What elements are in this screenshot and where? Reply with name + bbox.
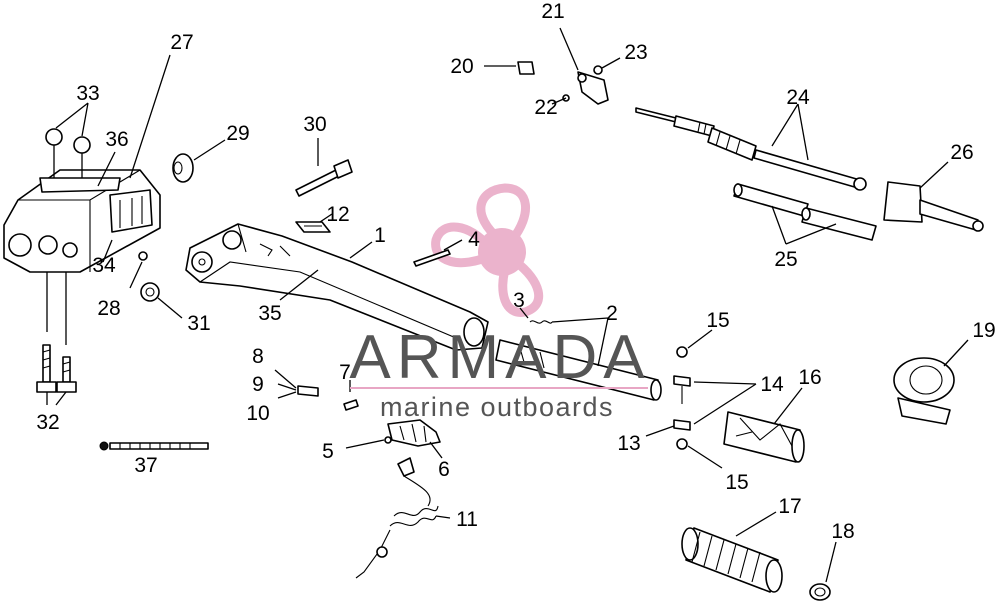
propeller-blade-top <box>476 183 530 245</box>
callout-13: 13 <box>617 432 640 455</box>
callout-11: 11 <box>456 508 478 531</box>
washer-28 <box>138 251 148 261</box>
cable-24 <box>635 103 867 191</box>
callout-6: 6 <box>438 458 450 481</box>
twist-sleeve-16 <box>723 387 805 463</box>
tiller-arm <box>185 223 489 351</box>
callout-30: 30 <box>303 113 326 136</box>
ball-5 <box>384 436 392 444</box>
pins-8-9-10 <box>274 369 319 399</box>
callout-27: 27 <box>170 31 193 54</box>
callout-23: 23 <box>624 41 647 64</box>
callout-26: 26 <box>950 141 973 164</box>
callout-2: 2 <box>606 302 618 325</box>
link-13-14-15 <box>645 329 757 469</box>
bushing-31 <box>140 282 160 302</box>
bolts-32 <box>36 272 77 406</box>
grip-end-26 <box>883 161 984 232</box>
pin-4 <box>413 249 451 267</box>
callout-28: 28 <box>97 297 120 320</box>
callout-1: 1 <box>374 224 386 247</box>
spring-3 <box>529 320 553 324</box>
callout-3: 3 <box>513 289 525 312</box>
callout-17: 17 <box>778 495 801 518</box>
nut-33b <box>73 136 91 154</box>
callout-21: 21 <box>541 0 564 23</box>
shaft-2 <box>495 317 662 401</box>
callout-10: 10 <box>246 402 269 425</box>
callout-5: 5 <box>322 440 334 463</box>
part-7-body <box>343 399 359 411</box>
bushing-29 <box>172 153 194 183</box>
callout-4: 4 <box>468 228 480 251</box>
callout-16: 16 <box>798 366 821 389</box>
callout-15-top: 15 <box>706 309 729 332</box>
callout-36: 36 <box>105 128 128 151</box>
callout-12: 12 <box>326 203 349 226</box>
mounting-bracket-assembly <box>3 54 171 273</box>
nut-33a <box>45 128 63 146</box>
callout-9: 9 <box>252 373 264 396</box>
callout-15-bottom: 15 <box>725 471 748 494</box>
callout-14: 14 <box>760 373 784 396</box>
callout-32: 32 <box>36 411 59 434</box>
callout-35: 35 <box>258 302 281 325</box>
callout-18: 18 <box>831 520 854 543</box>
washer-18 <box>809 541 837 601</box>
callout-29: 29 <box>226 122 249 145</box>
clip-12 <box>295 213 333 233</box>
propeller-blade-right <box>498 256 544 317</box>
propeller-hub <box>478 228 526 276</box>
callout-8: 8 <box>252 345 264 368</box>
throttle-spring-11 <box>355 457 451 579</box>
end-cap-19 <box>893 339 969 425</box>
callout-34: 34 <box>92 254 116 277</box>
callout-37: 37 <box>134 454 157 477</box>
brand-tagline: marine outboards <box>380 392 614 422</box>
cap-20 <box>484 61 535 75</box>
sleeves-25 <box>733 183 877 245</box>
callout-19: 19 <box>972 319 995 342</box>
brand-wordmark: ARMADA <box>349 323 650 392</box>
rubber-grip-17 <box>681 511 783 593</box>
cam-6 <box>387 419 443 459</box>
callout-24: 24 <box>786 86 810 109</box>
armada-propeller-logo <box>431 183 544 317</box>
bolt-30 <box>295 138 353 197</box>
callout-33: 33 <box>76 82 99 105</box>
callout-20: 20 <box>450 55 473 78</box>
callout-31: 31 <box>187 312 210 335</box>
callout-22: 22 <box>534 96 557 119</box>
callout-25: 25 <box>774 248 797 271</box>
bracket-21-22-23 <box>551 27 621 105</box>
pin-37 <box>99 441 209 451</box>
callout-7: 7 <box>339 361 351 384</box>
